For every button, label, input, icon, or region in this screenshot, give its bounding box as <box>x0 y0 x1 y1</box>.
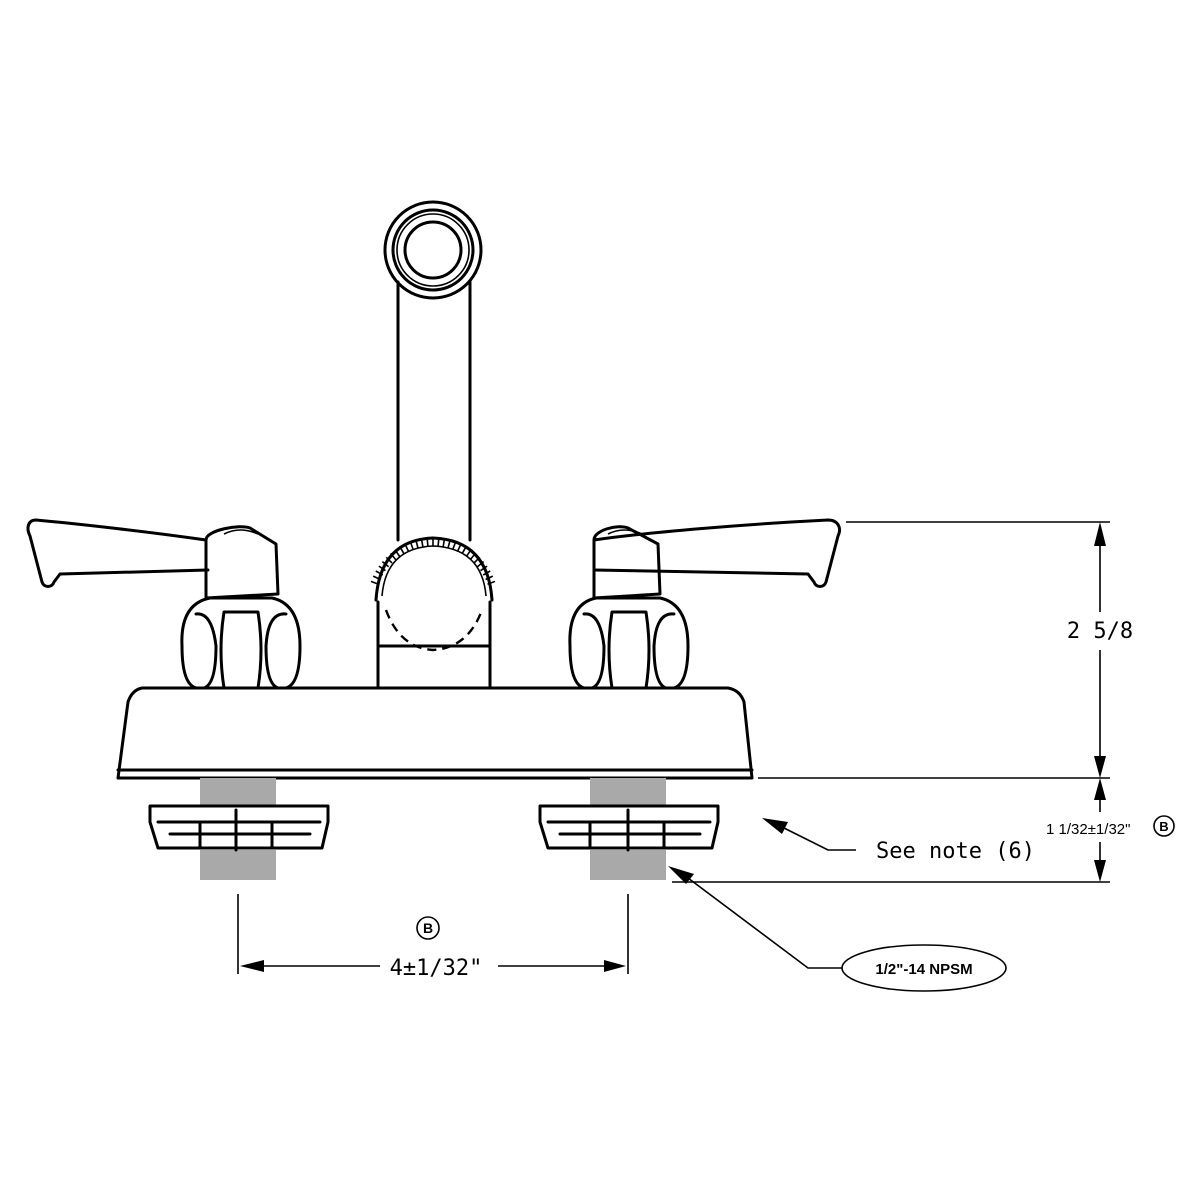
right-handle <box>568 518 842 690</box>
knurl-tick <box>485 575 494 581</box>
knurl-tick <box>370 580 379 585</box>
knurl-tick <box>415 539 419 549</box>
knurl-tick <box>378 565 386 572</box>
knurl-tick <box>372 575 381 581</box>
left-shank <box>148 778 330 880</box>
note-callout: See note (6) <box>762 818 1035 864</box>
knurl-tick <box>375 570 384 576</box>
datum-b-marker-bottom: B <box>416 916 440 940</box>
knurl-tick <box>461 546 467 555</box>
datum-b-marker-right: B <box>1153 815 1175 837</box>
knurl-tick <box>447 539 451 549</box>
spacing-dimension-label: 4±1/32" <box>390 956 483 981</box>
datum-b-symbol-right: B <box>1159 819 1168 834</box>
knurl-tick <box>482 570 491 576</box>
knurl-tick <box>385 556 393 564</box>
knurl-tick <box>404 543 410 552</box>
datum-b-symbol-bottom: B <box>423 920 433 936</box>
shank-dimension-label: 1 1/32±1/32" <box>1046 821 1130 838</box>
deck-base <box>116 686 754 780</box>
spacing-dimension: 4±1/32" B <box>237 894 629 981</box>
knurl-tick <box>420 538 424 548</box>
knurl-tick <box>473 556 481 564</box>
height-dimension-label: 2 5/8 <box>1067 619 1133 644</box>
knurl-tick <box>452 541 457 550</box>
knurl-tick <box>437 538 440 547</box>
knurl-tick <box>487 580 496 585</box>
knurl-tick <box>389 552 397 561</box>
knurl-tick <box>399 546 405 555</box>
left-handle <box>26 518 302 690</box>
knurl-tick <box>394 549 401 557</box>
height-dimension: 2 5/8 <box>758 521 1133 779</box>
knurl-tick <box>476 560 485 568</box>
knurl-tick <box>469 552 477 561</box>
spout <box>370 200 496 690</box>
thread-callout-label: 1/2"-14 NPSM <box>875 961 972 978</box>
left-locknut <box>148 804 330 852</box>
note-callout-label: See note (6) <box>876 839 1035 864</box>
shank-dimension: 1 1/32±1/32" B <box>672 778 1175 883</box>
knurl-tick <box>456 543 462 552</box>
right-shank <box>538 778 720 880</box>
knurl-tick <box>465 549 472 557</box>
knurl-tick <box>409 541 414 550</box>
knurl-tick <box>480 565 488 572</box>
knurl-tick <box>426 538 429 547</box>
knurl-tick <box>442 538 446 548</box>
thread-callout: 1/2"-14 NPSM <box>668 866 1007 992</box>
knurl-tick <box>381 560 390 568</box>
spout-knurl <box>370 538 496 585</box>
right-locknut <box>538 804 720 852</box>
